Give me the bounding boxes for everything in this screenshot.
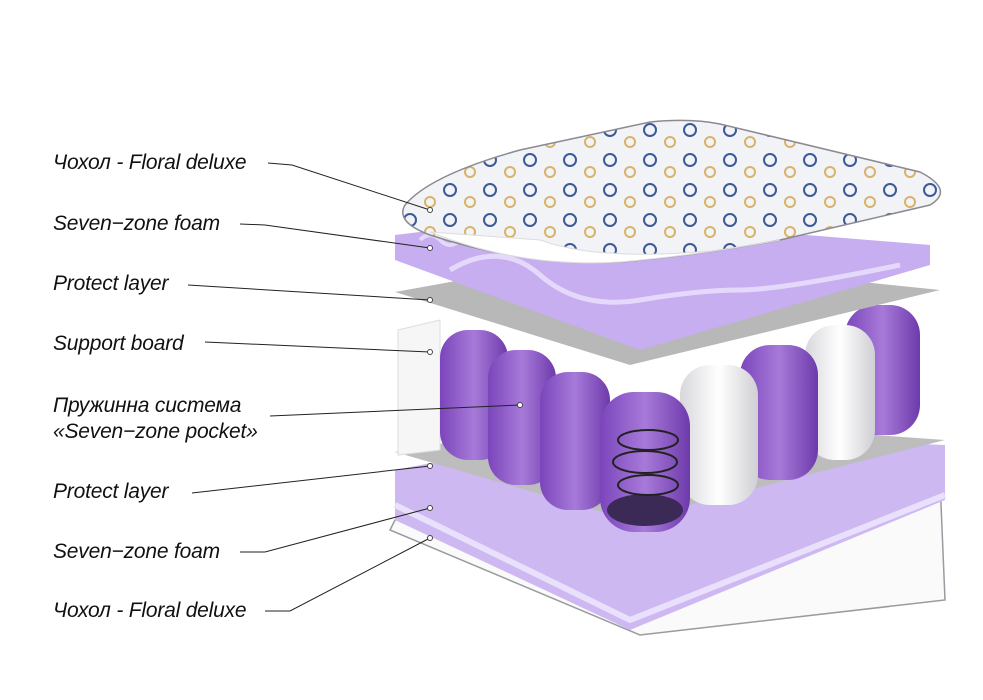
pocket-springs [440, 305, 920, 532]
label-spring-system-name: «Seven−zone pocket» [53, 420, 258, 443]
label-top-foam: Seven−zone foam [53, 212, 220, 235]
label-bottom-foam: Seven−zone foam [53, 540, 220, 563]
support-board [397, 319, 441, 456]
label-support-board: Support board [53, 332, 184, 355]
label-top-protect-layer: Protect layer [53, 272, 169, 295]
label-bottom-cover: Чохол - Floral deluxe [53, 599, 247, 622]
leader-lines [187, 162, 521, 612]
label-spring-system: Пружинна система [53, 394, 242, 417]
label-bottom-protect-layer: Protect layer [53, 480, 169, 503]
label-top-cover: Чохол - Floral deluxe [53, 151, 247, 174]
